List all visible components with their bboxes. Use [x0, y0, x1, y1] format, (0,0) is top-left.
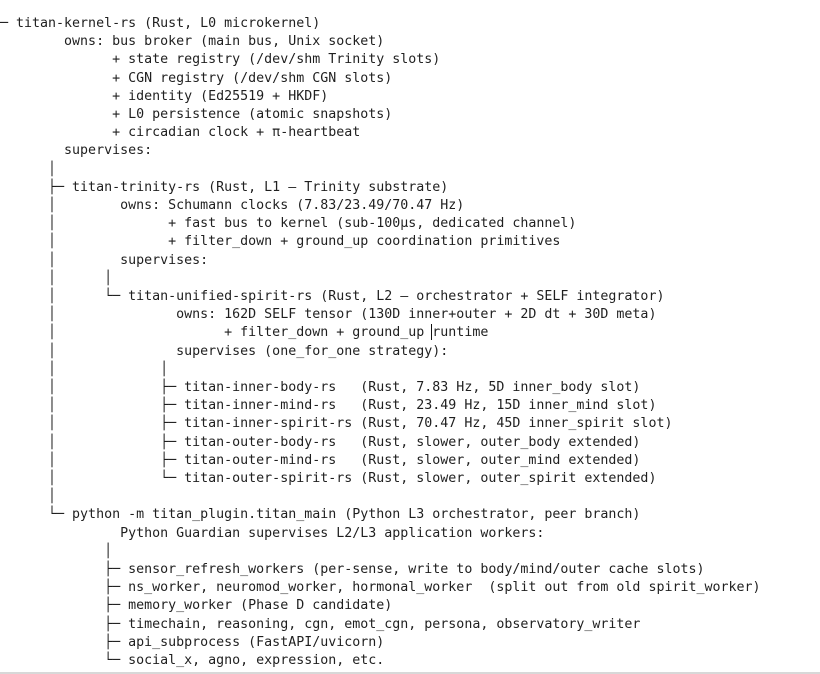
tree-line: │ └─ titan-unified-spirit-rs (Rust, L2 —… [0, 289, 665, 304]
tree-line: supervises: [0, 143, 153, 159]
tree-line: │ [0, 161, 57, 177]
tree-line: ─ titan-kernel-rs (Rust, L0 microkernel) [0, 16, 321, 31]
tree-line: + CGN registry (/dev/shm CGN slots) [0, 70, 393, 86]
tree-line: │ ├─ titan-inner-mind-rs (Rust, 23.49 Hz… [0, 398, 657, 414]
tree-line: ├─ api_subprocess (FastAPI/uvicorn) [0, 634, 385, 650]
tree-line: │ owns: 162D SELF tensor (130D inner+out… [0, 307, 657, 323]
tree-line: │ │ [0, 270, 113, 286]
tree-line: │ [0, 489, 57, 505]
tree-line: │ └─ titan-outer-spirit-rs (Rust, slower… [0, 471, 657, 486]
tree-line: Python Guardian supervises L2/L3 applica… [0, 525, 545, 541]
tree-line: + circadian clock + π-heartbeat [0, 125, 361, 141]
tree-line: └─ social_x, agno, expression, etc. [0, 653, 385, 668]
bottom-divider [0, 672, 820, 674]
tree-line: + state registry (/dev/shm Trinity slots… [0, 52, 441, 68]
tree-line: + L0 persistence (atomic snapshots) [0, 107, 393, 122]
tree-line: │ owns: Schumann clocks (7.83/23.49/70.4… [0, 198, 465, 213]
text-cursor [431, 324, 432, 340]
tree-line: │ ├─ titan-inner-body-rs (Rust, 7.83 Hz,… [0, 380, 641, 395]
tree-line: ├─ titan-trinity-rs (Rust, L1 — Trinity … [0, 179, 449, 195]
tree-line: │ + filter_down + ground_up runtime [0, 325, 489, 341]
tree-line: + identity (Ed25519 + HKDF) [0, 88, 329, 104]
tree-line: owns: bus broker (main bus, Unix socket) [0, 34, 385, 50]
tree-line: │ ├─ titan-outer-body-rs (Rust, slower, … [0, 434, 641, 450]
tree-line: └─ python -m titan_plugin.titan_main (Py… [0, 507, 641, 523]
tree-line: │ supervises (one_for_one strategy): [0, 343, 449, 359]
tree-line: │ [0, 543, 113, 559]
tree-line: ├─ timechain, reasoning, cgn, emot_cgn, … [0, 616, 641, 632]
tree-line: ├─ sensor_refresh_workers (per-sense, wr… [0, 562, 705, 577]
tree-line: │ │ [0, 361, 169, 377]
tree-line: │ supervises: [0, 252, 209, 268]
tree-line: ├─ memory_worker (Phase D candidate) [0, 598, 393, 614]
tree-line: │ ├─ titan-outer-mind-rs (Rust, slower, … [0, 452, 641, 468]
tree-line: │ + filter_down + ground_up coordination… [0, 234, 561, 250]
tree-line: │ ├─ titan-inner-spirit-rs (Rust, 70.47 … [0, 416, 673, 432]
tree-line: ├─ ns_worker, neuromod_worker, hormonal_… [0, 580, 761, 596]
tree-line: │ + fast bus to kernel (sub-100μs, dedic… [0, 216, 577, 232]
